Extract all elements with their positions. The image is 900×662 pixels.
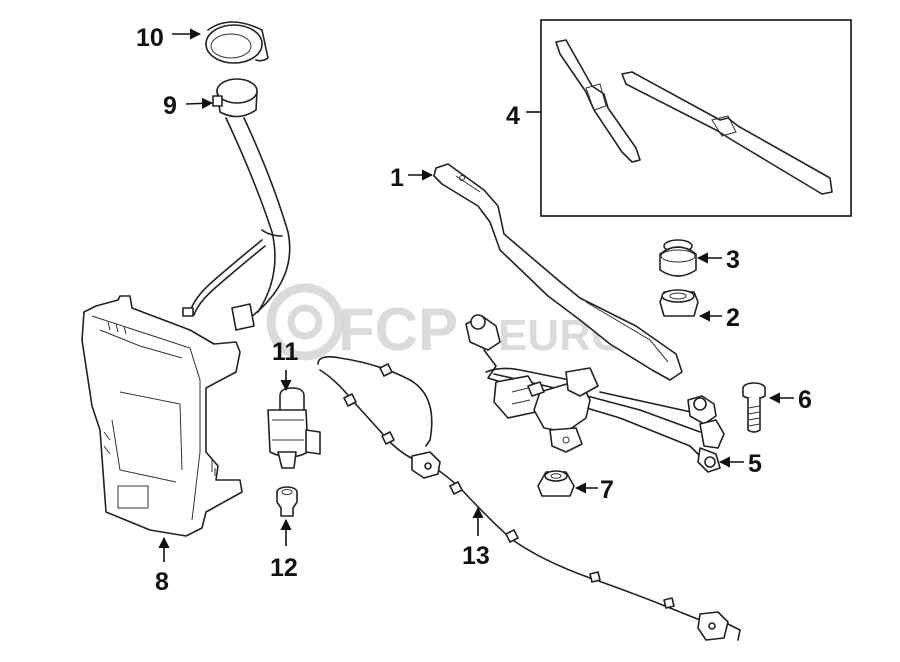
part-5-wiper-linkage-motor[interactable] bbox=[465, 314, 725, 473]
leader-lines bbox=[158, 28, 794, 562]
callout-5: 5 bbox=[748, 450, 762, 478]
fcp-euro-watermark: FCP EURO bbox=[266, 283, 625, 363]
part-4-wiper-blade-set[interactable] bbox=[540, 19, 852, 217]
callout-9: 9 bbox=[163, 92, 177, 120]
callout-6: 6 bbox=[798, 386, 812, 414]
part-8-washer-reservoir[interactable] bbox=[81, 295, 243, 537]
part-3-nut-cover[interactable] bbox=[659, 239, 697, 277]
part-10-reservoir-cap[interactable] bbox=[205, 21, 269, 64]
part-12-grommet[interactable] bbox=[276, 486, 298, 517]
part-13-washer-hose[interactable] bbox=[317, 356, 741, 641]
callout-labels: 10 9 1 4 3 2 6 5 7 8 11 12 13 bbox=[136, 24, 812, 596]
callout-3: 3 bbox=[726, 246, 740, 274]
part-11-washer-pump[interactable] bbox=[267, 387, 321, 469]
part-6-bolt[interactable] bbox=[742, 382, 766, 433]
callout-2: 2 bbox=[726, 304, 740, 332]
callout-10: 10 bbox=[136, 24, 164, 52]
callout-8: 8 bbox=[155, 568, 169, 596]
callout-4: 4 bbox=[506, 102, 520, 130]
part-9-filler-neck[interactable] bbox=[182, 78, 291, 331]
callout-11: 11 bbox=[272, 338, 299, 366]
callout-13: 13 bbox=[462, 542, 490, 570]
callout-7: 7 bbox=[600, 476, 614, 504]
watermark-brand: FCP bbox=[338, 296, 458, 363]
part-2-nut[interactable] bbox=[659, 289, 699, 317]
callout-1: 1 bbox=[390, 164, 404, 192]
part-1-wiper-arm[interactable] bbox=[433, 163, 683, 381]
part-7-nut[interactable] bbox=[537, 470, 575, 497]
callout-12: 12 bbox=[270, 554, 298, 582]
